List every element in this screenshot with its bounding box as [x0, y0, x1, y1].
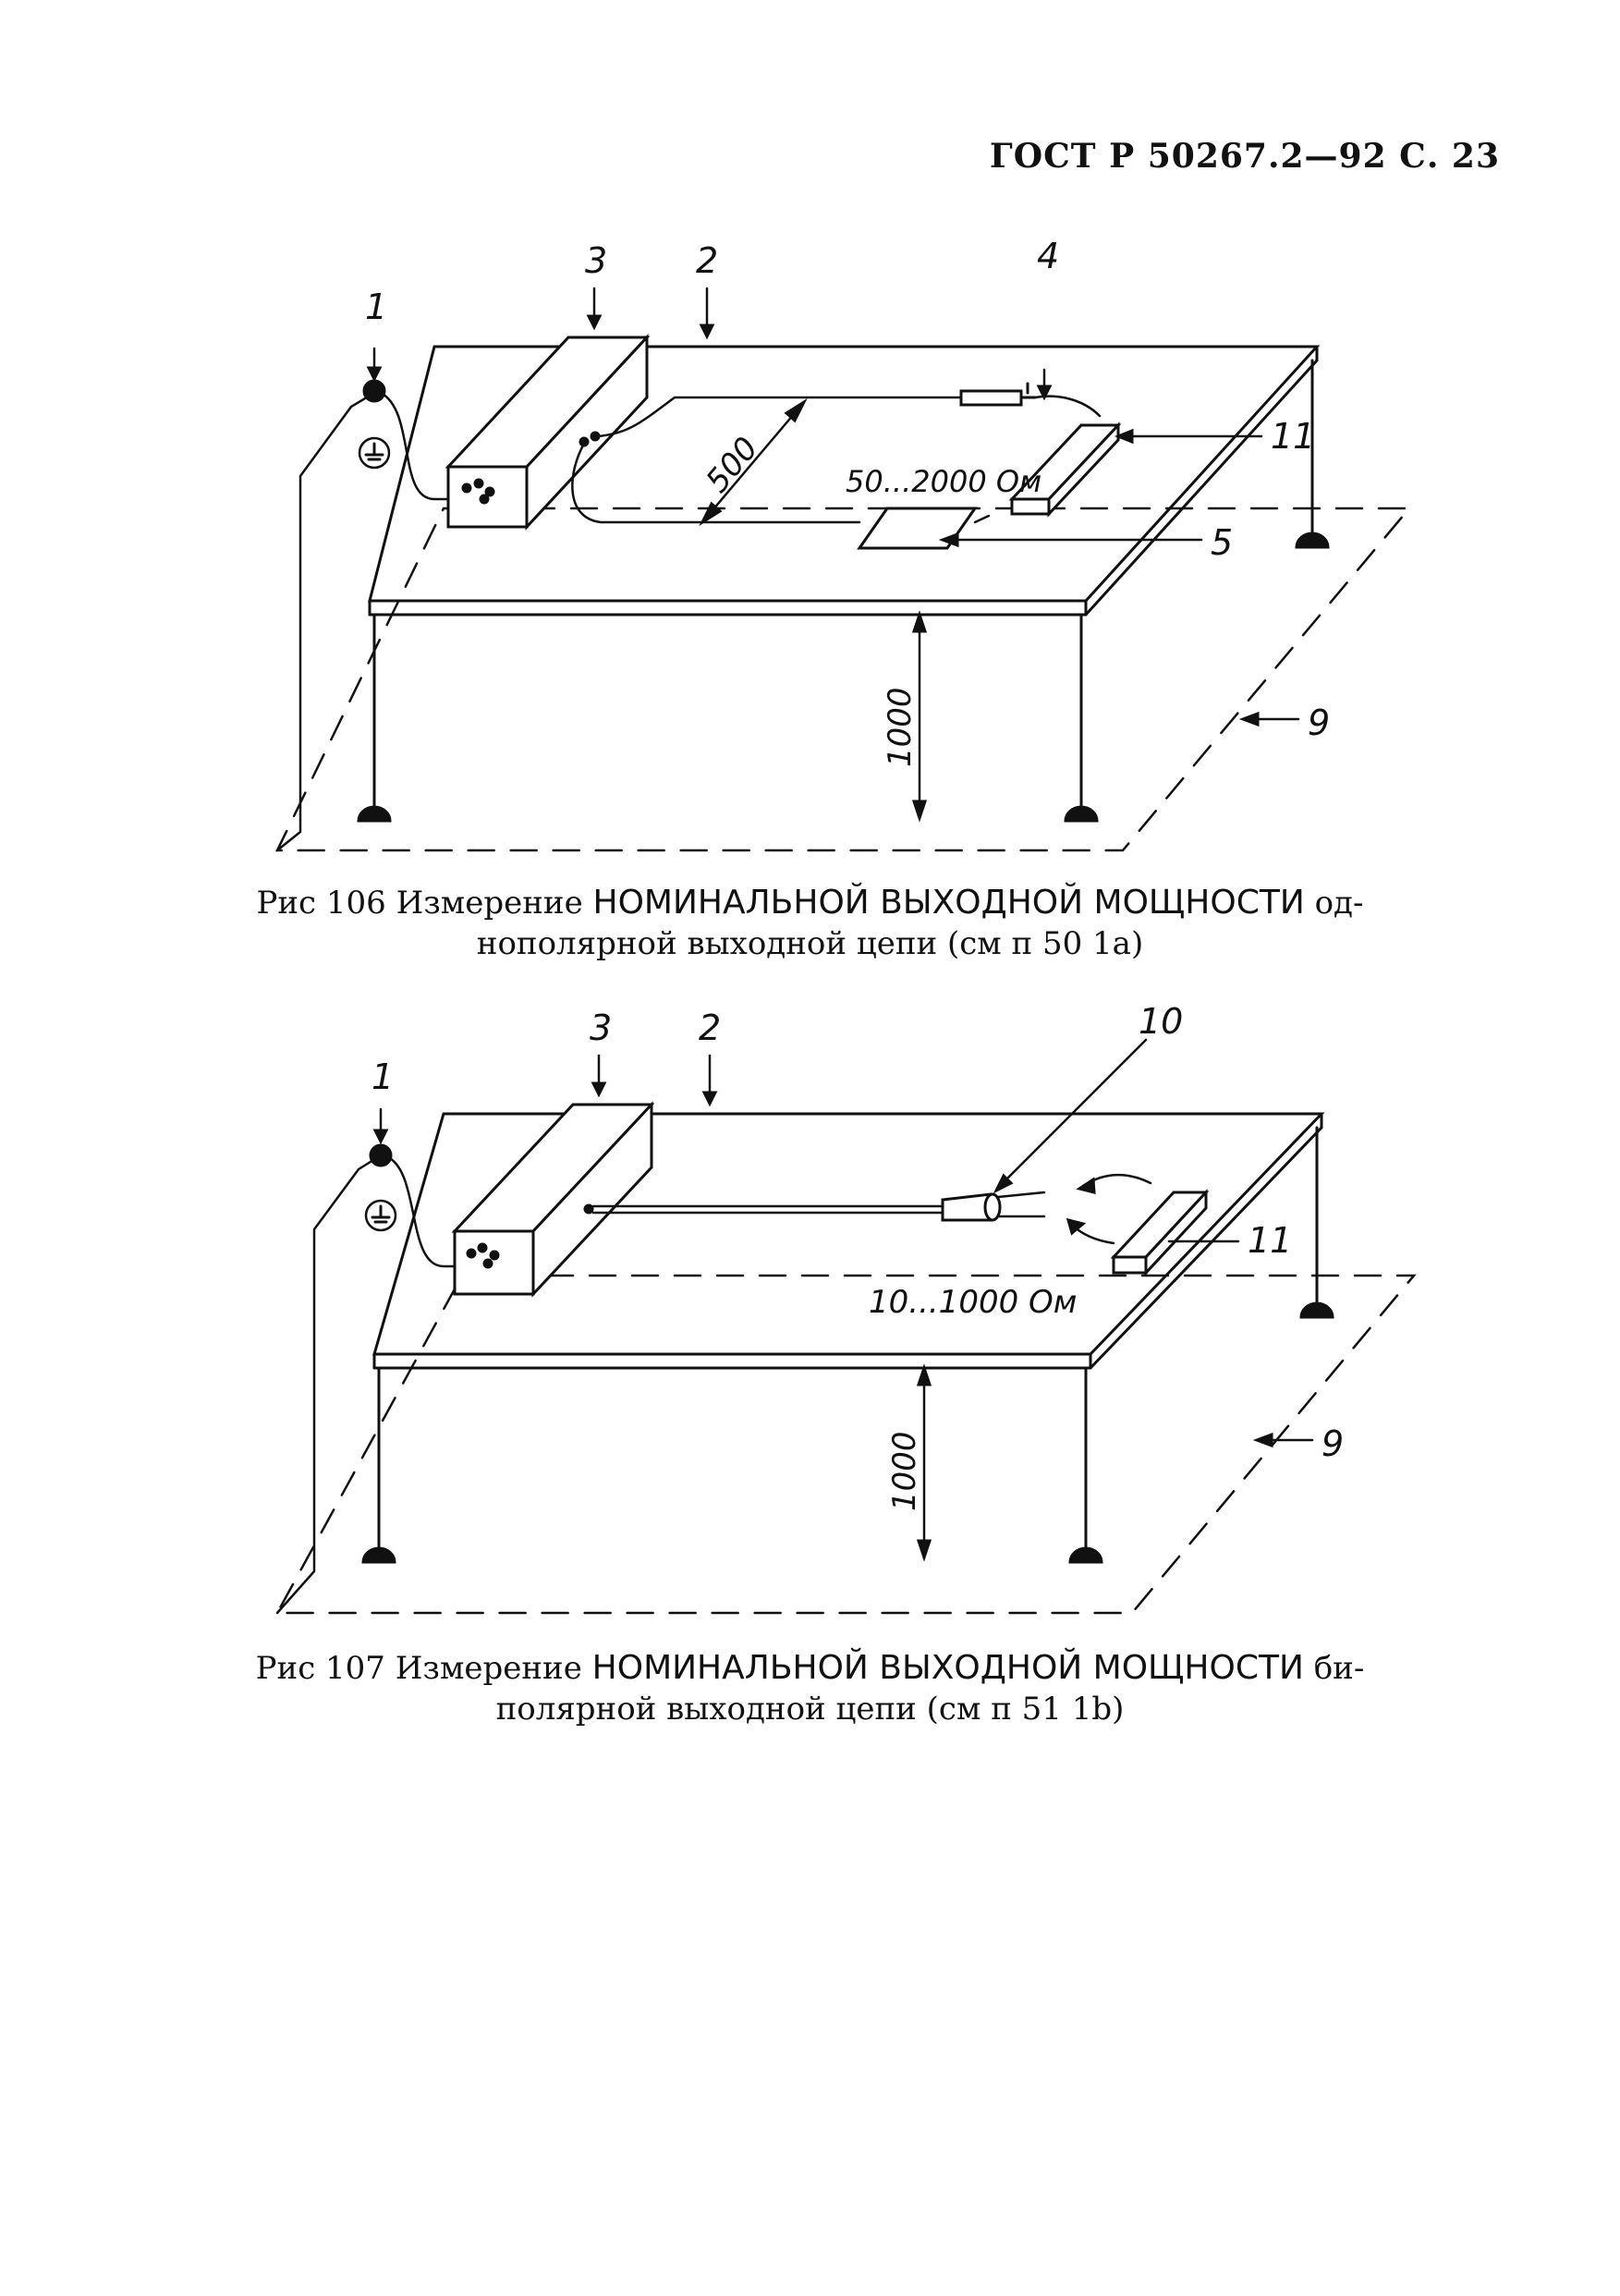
- dimension-1000: 1000: [882, 687, 919, 767]
- label-10: 10: [1139, 1001, 1183, 1042]
- label-11: 11: [1248, 1220, 1292, 1261]
- label-2: 2: [699, 1008, 721, 1048]
- resistance-label: 10...1000 Ом: [869, 1284, 1077, 1321]
- figure-106: 1 3 2 4 11 5 9 50...2000 Ом 500 1000: [0, 222, 1620, 1017]
- label-4: 4: [1037, 236, 1059, 276]
- resistance-label: 50...2000 Ом: [846, 464, 1041, 499]
- page-header: ГОСТ Р 50267.2—92 С. 23: [989, 137, 1500, 176]
- caption-107: Рис 107 Измерение НОМИНАЛЬНОЙ ВЫХОДНОЙ М…: [0, 1648, 1620, 1729]
- label-1: 1: [365, 287, 387, 327]
- label-3: 3: [590, 1008, 612, 1048]
- caption-106-line1: Рис 106 Измерение НОМИНАЛЬНОЙ ВЫХОДНОЙ М…: [256, 884, 1364, 922]
- ground-plane: [275, 507, 1412, 852]
- label-11: 11: [1271, 416, 1315, 457]
- label-1: 1: [372, 1056, 394, 1097]
- caption-106-line2: нополярной выходной цепи (см п 50 1а): [476, 925, 1144, 962]
- label-2: 2: [696, 240, 718, 281]
- figure-107: 1 3 2 10 11 9 10...1000 Ом 1000: [0, 998, 1620, 1830]
- caption-107-line1: Рис 107 Измерение НОМИНАЛЬНОЙ ВЫХОДНОЙ М…: [255, 1649, 1365, 1687]
- figure-107-drawing: 1 3 2 10 11 9 10...1000 Ом 1000: [274, 1001, 1417, 1615]
- caption-106: Рис 106 Измерение НОМИНАЛЬНОЙ ВЫХОДНОЙ М…: [0, 883, 1620, 964]
- dimension-1000: 1000: [886, 1431, 923, 1511]
- figure-106-drawing: 1 3 2 4 11 5 9 50...2000 Ом 500 1000: [275, 236, 1412, 852]
- label-5: 5: [1211, 522, 1233, 563]
- label-9: 9: [1322, 1423, 1344, 1464]
- caption-107-line2: полярной выходной цепи (см п 51 1b): [495, 1691, 1125, 1728]
- label-9: 9: [1308, 702, 1330, 743]
- label-3: 3: [585, 240, 607, 281]
